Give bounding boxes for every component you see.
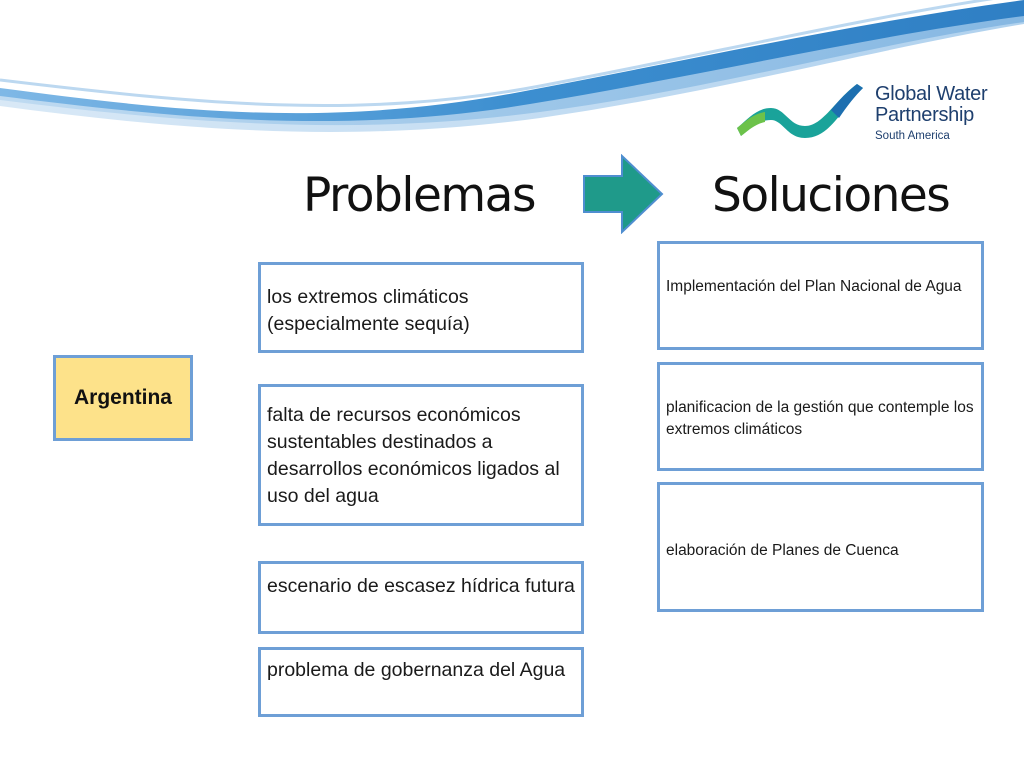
- problem-box-2: falta de recursos económicos sustentable…: [258, 384, 584, 526]
- problem-box-3: escenario de escasez hídrica futura: [258, 561, 584, 634]
- header-wave-decoration: [0, 0, 1024, 132]
- solutions-heading: Soluciones: [712, 168, 951, 223]
- logo-text-line3: South America: [875, 130, 950, 142]
- country-box: Argentina: [53, 355, 193, 441]
- problem-box-1: los extremos climáticos (especialmente s…: [258, 262, 584, 353]
- right-arrow-icon: [583, 154, 664, 234]
- solution-box-2: planificacion de la gestión que contempl…: [657, 362, 984, 471]
- solution-box-3: elaboración de Planes de Cuenca: [657, 482, 984, 612]
- water-wave-logo-icon: [737, 84, 863, 138]
- logo-text-line2: Partnership: [875, 104, 974, 126]
- solution-box-1: Implementación del Plan Nacional de Agua: [657, 241, 984, 350]
- problems-heading: Problemas: [303, 168, 536, 223]
- country-label: Argentina: [73, 386, 172, 409]
- problem-box-4: problema de gobernanza del Agua: [258, 647, 584, 717]
- logo-text-line1: Global Water: [875, 83, 988, 105]
- gwp-logo: Global Water Partnership South America: [735, 78, 1005, 148]
